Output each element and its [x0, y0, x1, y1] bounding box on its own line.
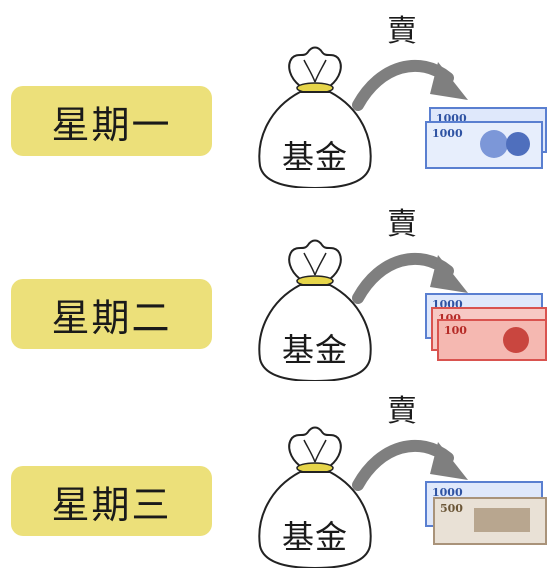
- day-label-wednesday: 星期三: [11, 466, 212, 536]
- row-wednesday: 星期三 賣 基金 1000 500: [0, 380, 551, 568]
- note-value-2: 1000: [432, 127, 463, 140]
- sell-label: 賣: [387, 14, 417, 49]
- arrow-icon: [352, 252, 468, 304]
- arrow-icon: [352, 59, 468, 111]
- row-tuesday: 星期二 賣 基金 1000 100 100: [0, 193, 551, 381]
- banknotes-icon: 1000 100 100: [425, 293, 547, 361]
- money-bag-icon: [258, 239, 372, 381]
- fund-label: 基金: [281, 138, 348, 176]
- note-value-3: 100: [444, 324, 467, 337]
- row-monday: 星期一 賣 基金 1000 1000: [0, 0, 551, 188]
- arrow-icon: [352, 439, 468, 491]
- banknotes-icon: 1000 1000: [425, 107, 547, 169]
- note-value-2: 500: [440, 502, 463, 515]
- banknotes-icon: 1000 500: [425, 481, 547, 545]
- fund-label: 基金: [281, 331, 348, 369]
- day-label-tuesday: 星期二: [11, 279, 212, 349]
- day-label-monday: 星期一: [11, 86, 212, 156]
- sell-label: 賣: [387, 394, 417, 429]
- note-value-1: 1000: [432, 486, 463, 499]
- sell-label: 賣: [387, 207, 417, 242]
- fund-label: 基金: [281, 518, 348, 556]
- money-bag-icon: [258, 46, 372, 188]
